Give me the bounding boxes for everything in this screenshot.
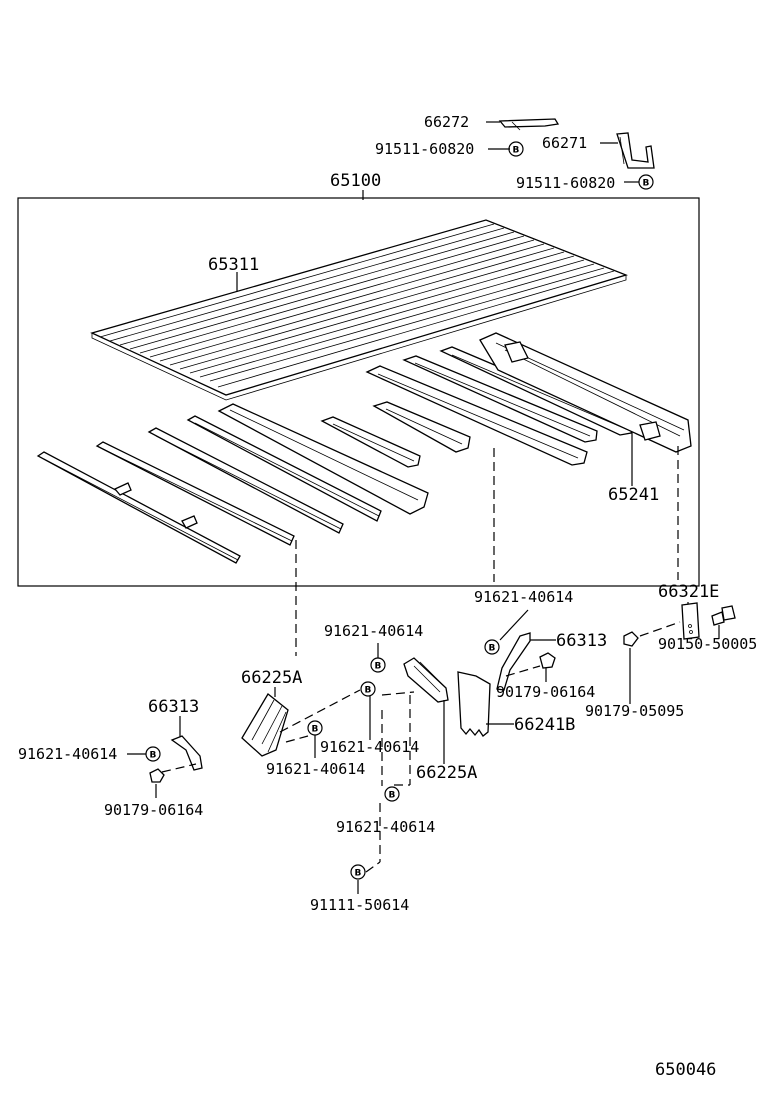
- label-66271: 66271: [542, 134, 587, 152]
- label-91111-50614: 91111-50614: [310, 896, 409, 914]
- bolt-icon: B: [384, 786, 400, 802]
- cross-sill-5: [217, 403, 429, 515]
- svg-text:B: B: [365, 686, 372, 696]
- svg-text:B: B: [513, 146, 520, 156]
- label-91621-40614-m: 91621-40614: [324, 622, 423, 640]
- assembly-box: [17, 197, 700, 587]
- label-91621-40614-l: 91621-40614: [18, 745, 117, 763]
- plate-66321E: [681, 602, 700, 640]
- bolt-90150: [711, 605, 736, 626]
- cross-sill-6: [320, 416, 421, 468]
- label-91621-40614-n: 91621-40614: [320, 738, 419, 756]
- bolt-icon: B: [350, 864, 366, 880]
- cross-sill-7: [372, 401, 471, 453]
- mudflap-66241B: [457, 671, 491, 737]
- bracket-66272: [498, 118, 560, 131]
- bracket-66225A-right: [403, 657, 449, 703]
- bracket-66313-right: [496, 632, 531, 691]
- nut-90179-05095: [623, 631, 639, 647]
- label-90150-50005: 90150-50005: [658, 635, 757, 653]
- label-65100: 65100: [330, 171, 381, 191]
- label-66225A-right: 66225A: [416, 763, 477, 783]
- svg-text:B: B: [375, 662, 382, 672]
- cross-sill-1: [36, 451, 241, 564]
- floor-panel-65311: [90, 219, 628, 401]
- cross-sill-2: [95, 441, 295, 546]
- bolt-icon: B: [638, 174, 654, 190]
- svg-text:B: B: [489, 644, 496, 654]
- label-91511-60820-a: 91511-60820: [375, 140, 474, 158]
- bracket-66225A-left: [241, 693, 289, 757]
- label-66313-left: 66313: [148, 697, 199, 717]
- label-91621-40614-p: 91621-40614: [336, 818, 435, 836]
- label-66321E: 66321E: [658, 582, 719, 602]
- nut-90179-06164-left: [149, 768, 165, 783]
- label-66225A-left: 66225A: [241, 668, 302, 688]
- label-90179-06164-left: 90179-06164: [104, 801, 203, 819]
- label-91621-40614-c: 91621-40614: [474, 588, 573, 606]
- label-90179-06164-right: 90179-06164: [496, 683, 595, 701]
- bolt-icon: B: [360, 681, 376, 697]
- cross-sill-3: [147, 427, 344, 534]
- bracket-66313-left: [170, 735, 203, 771]
- bracket-66271: [616, 132, 655, 169]
- svg-text:B: B: [643, 179, 650, 189]
- long-rail-2: [402, 355, 598, 443]
- bolt-icon: B: [508, 141, 524, 157]
- label-90179-05095: 90179-05095: [585, 702, 684, 720]
- nut-90179-06164-right: [539, 652, 556, 669]
- label-66272: 66272: [424, 113, 469, 131]
- label-66241B: 66241B: [514, 715, 575, 735]
- svg-text:B: B: [389, 791, 396, 801]
- bolt-icon: B: [484, 639, 500, 655]
- bolt-icon: B: [145, 746, 161, 762]
- side-rail-65241: [479, 332, 692, 453]
- cross-sill-4: [186, 415, 382, 522]
- diagram-id: 650046: [655, 1060, 716, 1080]
- label-65311: 65311: [208, 255, 259, 275]
- bolt-icon: B: [370, 657, 386, 673]
- label-91511-60820-b: 91511-60820: [516, 174, 615, 192]
- bolt-icon: B: [307, 720, 323, 736]
- label-91621-40614-o: 91621-40614: [266, 760, 365, 778]
- long-rail-1: [365, 365, 588, 466]
- svg-text:B: B: [355, 869, 362, 879]
- label-66313-right: 66313: [556, 631, 607, 651]
- svg-text:B: B: [312, 725, 319, 735]
- svg-text:B: B: [150, 751, 157, 761]
- label-65241: 65241: [608, 485, 659, 505]
